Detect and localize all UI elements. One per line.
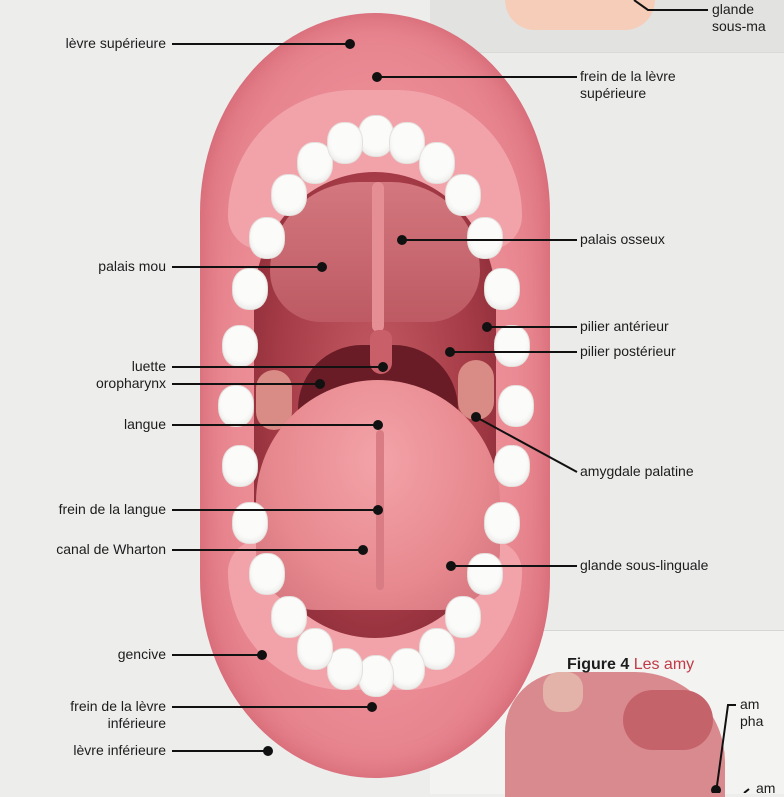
label-gencive: gencive <box>118 646 166 663</box>
leader-dot-gencive <box>258 651 266 659</box>
leader-dot-pilier-posterieur <box>446 348 454 356</box>
leader-dot-levre-superieure <box>346 40 354 48</box>
leader-am-pha <box>716 705 736 793</box>
label-glande-line2: sous-ma <box>712 18 766 35</box>
leader-dot-glande-sous-linguale <box>447 562 455 570</box>
label-oropharynx: oropharynx <box>96 375 166 392</box>
leader-dot-frein-langue <box>374 506 382 514</box>
label-frein-levre-sup: frein de la lèvre supérieure <box>580 68 676 102</box>
label-frein-levre-sup-line2: supérieure <box>580 85 676 102</box>
leader-dot-canal-wharton <box>359 546 367 554</box>
leader-glande-sous-mandibulaire <box>634 0 708 10</box>
figure-title: Les amy <box>634 656 694 673</box>
figure-number: Figure 4 <box>567 656 629 673</box>
label-frein-levre-inf: frein de la lèvre inférieure <box>70 698 166 732</box>
label-palais-osseux: palais osseux <box>580 231 665 248</box>
label-palais-mou: palais mou <box>98 258 166 275</box>
leader-am-2 <box>744 789 749 793</box>
label-langue: langue <box>124 416 166 433</box>
label-levre-inferieure: lèvre inférieure <box>73 742 166 759</box>
label-am-pha-line1: am <box>740 696 763 713</box>
leader-dot-frein-levre-sup <box>373 73 381 81</box>
leader-amygdale-palatine <box>476 417 577 472</box>
leader-dot-langue <box>374 421 382 429</box>
label-luette: luette <box>132 358 166 375</box>
label-amygdale-palatine: amygdale palatine <box>580 463 694 480</box>
leader-dot-amygdale-palatine <box>472 413 480 421</box>
leader-dot-frein-levre-inf <box>368 703 376 711</box>
label-frein-levre-inf-line2: inférieure <box>70 715 166 732</box>
leader-dot-palais-osseux <box>398 236 406 244</box>
label-frein-levre-inf-line1: frein de la lèvre <box>70 698 166 715</box>
label-levre-superieure: lèvre supérieure <box>66 35 166 52</box>
label-am-pha-line2: pha <box>740 713 763 730</box>
label-canal-wharton: canal de Wharton <box>56 541 166 558</box>
label-pilier-anterieur: pilier antérieur <box>580 318 669 335</box>
leader-dot-levre-inferieure <box>264 747 272 755</box>
label-frein-langue: frein de la langue <box>59 501 166 518</box>
label-am-2: am <box>756 780 775 797</box>
leader-dot-am-pha <box>712 786 720 793</box>
label-glande-sous-mandibulaire: glande sous-ma <box>712 1 766 35</box>
label-frein-levre-sup-line1: frein de la lèvre <box>580 68 676 85</box>
label-glande-line1: glande <box>712 1 766 18</box>
label-pilier-posterieur: pilier postérieur <box>580 343 676 360</box>
label-glande-sous-linguale: glande sous-linguale <box>580 557 708 574</box>
label-am-pha: am pha <box>740 696 763 730</box>
leader-dot-pilier-anterieur <box>483 323 491 331</box>
leader-dot-palais-mou <box>318 263 326 271</box>
figure-caption: Figure 4 Les amy <box>567 656 694 674</box>
leader-dot-oropharynx <box>316 380 324 388</box>
leader-dot-luette <box>379 363 387 371</box>
